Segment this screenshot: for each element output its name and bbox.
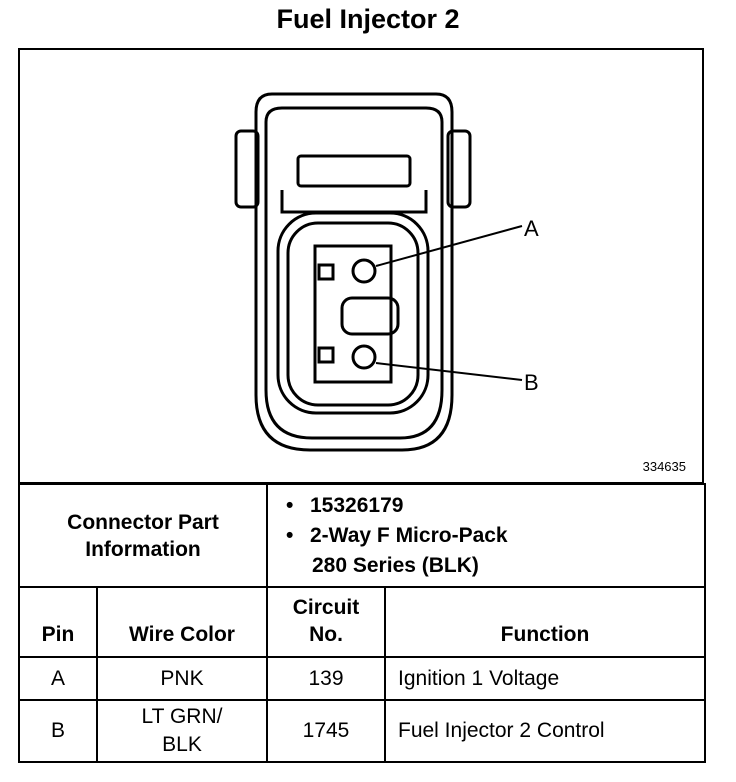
header-pin: Pin <box>18 586 98 658</box>
connector-part-label: Connector Part Information <box>18 483 268 588</box>
pin-b-cavity <box>351 344 377 370</box>
pin-a-leader <box>375 225 523 267</box>
row-a-pin: A <box>18 656 98 701</box>
connector-series: 280 Series (BLK) <box>312 553 479 577</box>
left-latch <box>234 129 260 209</box>
connector-outer-body <box>254 92 454 452</box>
connector-face-drawing: A B <box>234 92 539 452</box>
row-b-pin: B <box>18 699 98 763</box>
connector-inner-body <box>264 106 444 440</box>
pin-a-cavity <box>351 258 377 284</box>
pin-label-b: B <box>524 370 539 395</box>
keyway-recess <box>280 190 428 214</box>
pin-label-a: A <box>524 216 539 241</box>
row-b-function: Fuel Injector 2 Control <box>384 699 706 763</box>
table-row: A PNK 139 Ignition 1 Voltage <box>18 656 706 701</box>
cavity-inner <box>286 221 420 407</box>
row-b-wire-color: LT GRN/ BLK <box>96 699 268 763</box>
header-wire-color: Wire Color <box>96 586 268 658</box>
row-a-function: Ignition 1 Voltage <box>384 656 706 701</box>
header-function: Function <box>384 586 706 658</box>
cavity-outer <box>276 211 430 415</box>
header-circuit: Circuit No. <box>266 586 386 658</box>
lock-slot-a <box>317 263 335 281</box>
lock-slot-b <box>317 346 335 364</box>
row-b-circuit: 1745 <box>266 699 386 763</box>
terminal-block <box>313 244 393 384</box>
connector-info-table: Connector Part Information •15326179 •2-… <box>18 483 706 763</box>
row-a-wire-color: PNK <box>96 656 268 701</box>
connector-diagram: A B 334635 <box>18 48 704 484</box>
table-header-row: Pin Wire Color Circuit No. Function <box>18 586 706 658</box>
page-title: Fuel Injector 2 <box>276 4 460 34</box>
pin-b-leader <box>375 362 523 381</box>
part-number: 15326179 <box>310 493 404 517</box>
figure-number: 334635 <box>642 459 686 474</box>
connector-part-row: Connector Part Information •15326179 •2-… <box>18 483 706 588</box>
right-latch <box>446 129 472 209</box>
row-a-circuit: 139 <box>266 656 386 701</box>
connector-part-details: •15326179 •2-Way F Micro-Pack 280 Series… <box>266 483 706 588</box>
table-row: B LT GRN/ BLK 1745 Fuel Injector 2 Contr… <box>18 699 706 763</box>
top-tab <box>296 154 412 188</box>
center-rib <box>340 296 400 336</box>
connector-description: 2-Way F Micro-Pack <box>310 523 508 547</box>
